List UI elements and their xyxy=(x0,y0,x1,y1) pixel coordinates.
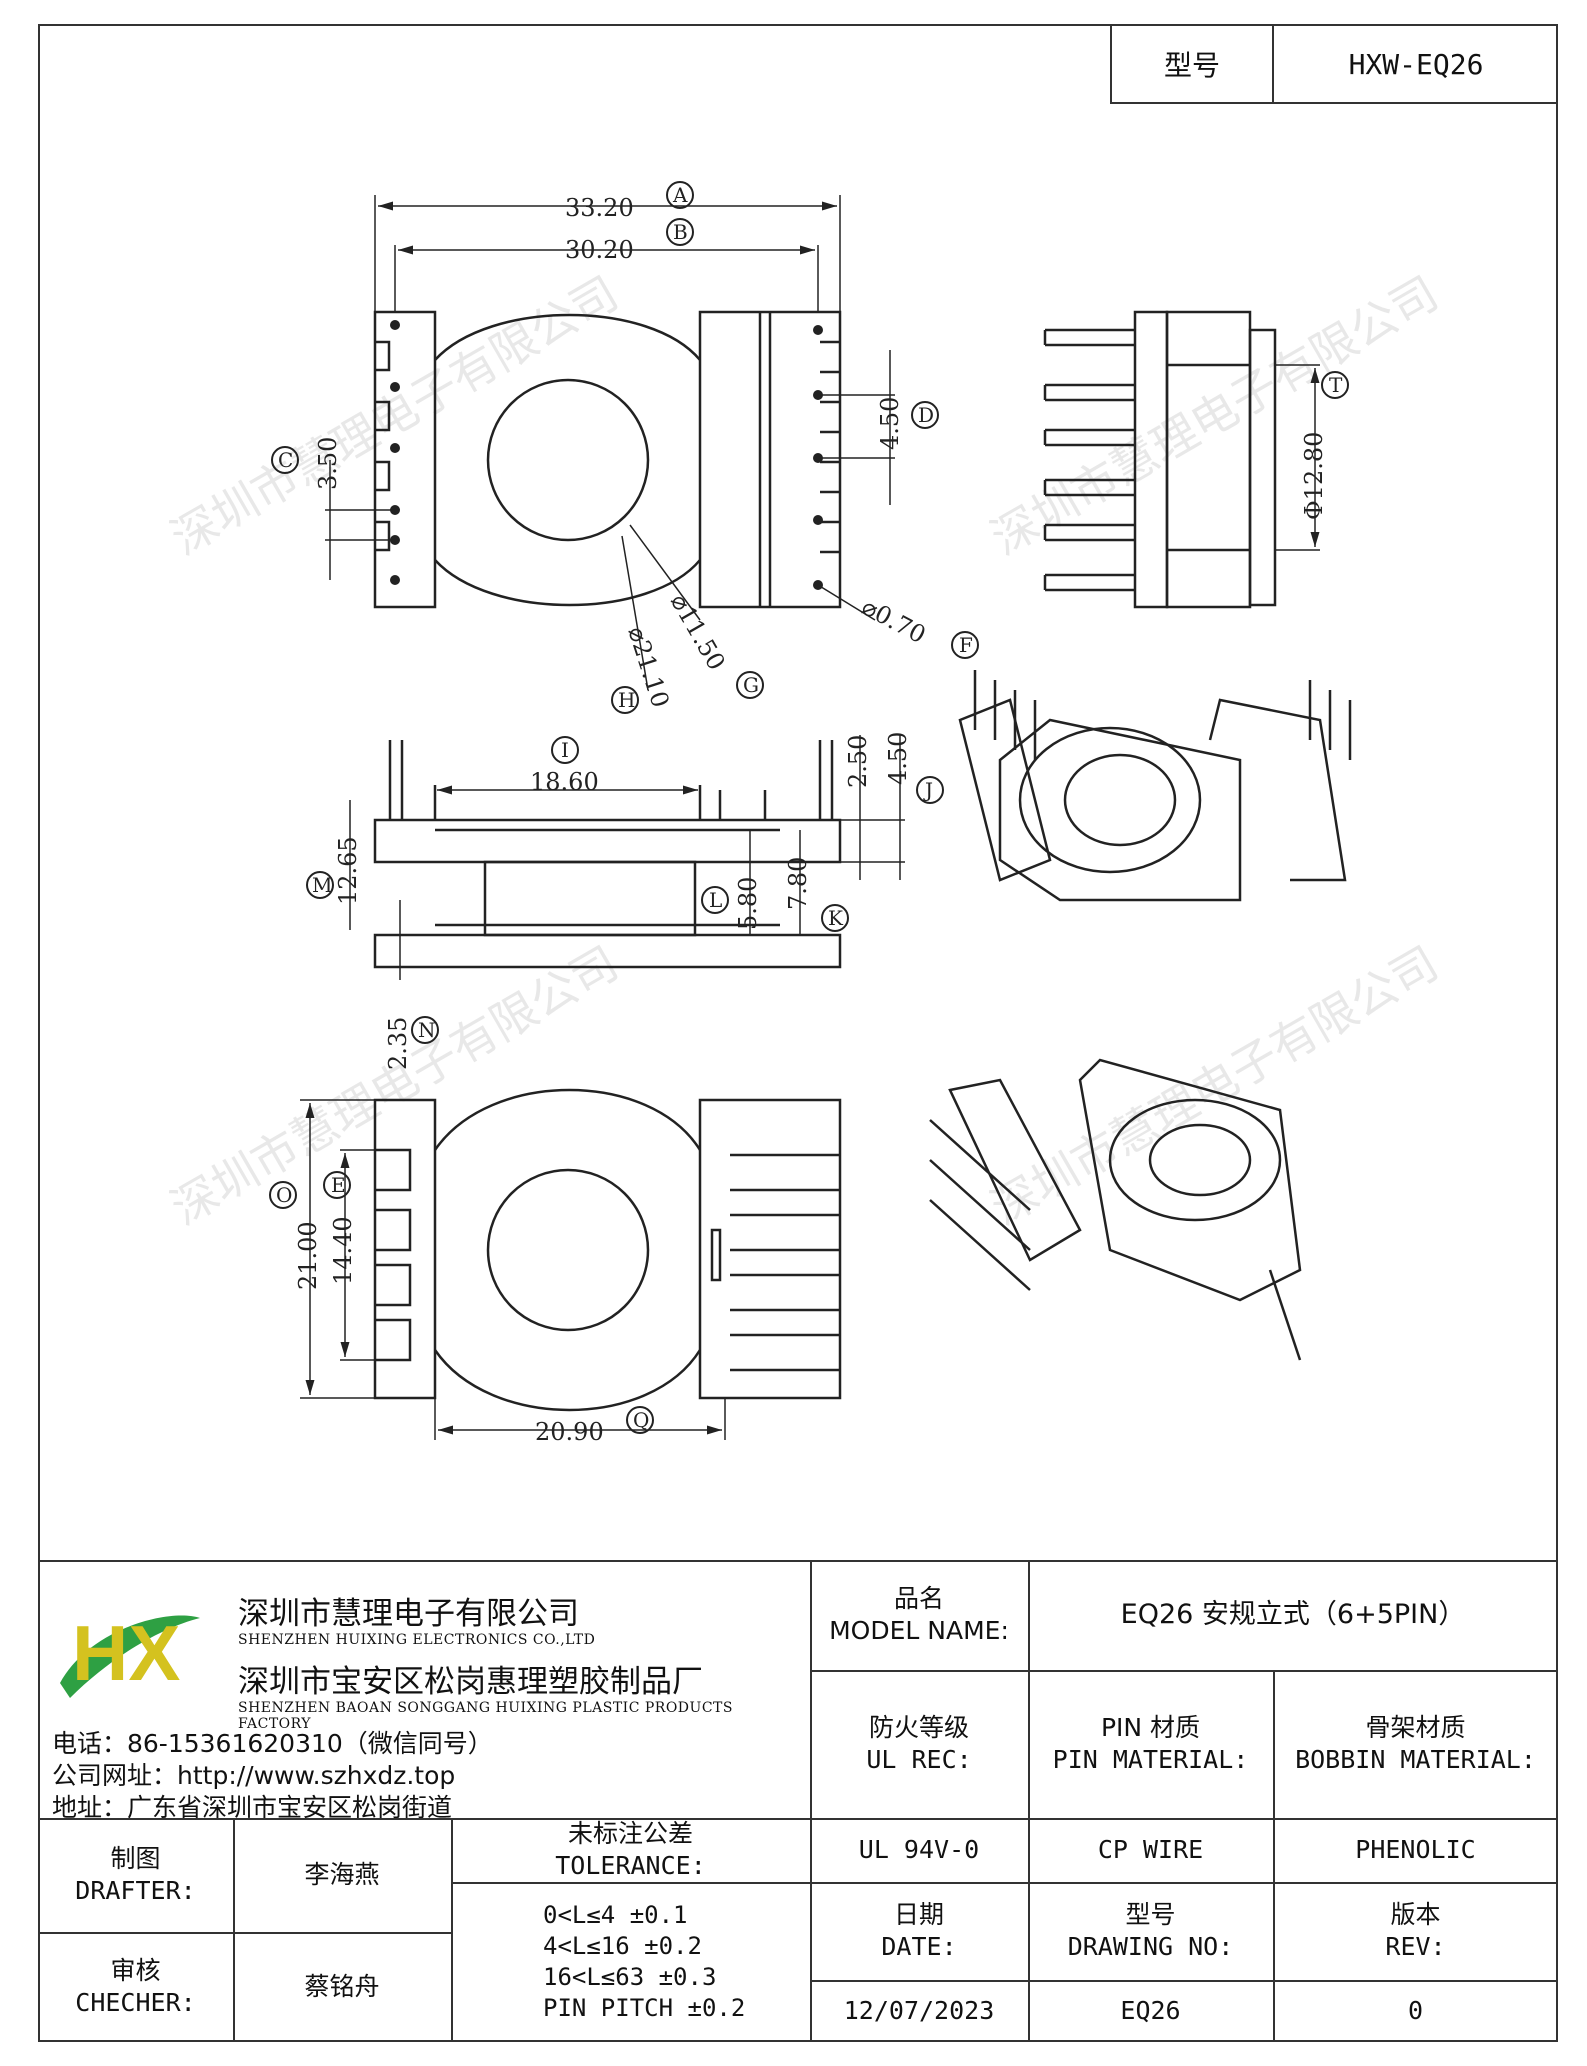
dim-b: 30.20 xyxy=(565,236,634,264)
pin-material-value: CP WIRE xyxy=(1097,1835,1204,1864)
factory-name-en: SHENZHEN BAOAN SONGGANG HUIXING PLASTIC … xyxy=(238,1700,733,1732)
iso-view-2 xyxy=(929,1058,1302,1361)
model-name-value: EQ26 安规立式（6+5PIN） xyxy=(1120,1599,1466,1630)
front-view xyxy=(349,735,905,980)
dim-m: 12.65 xyxy=(334,836,362,905)
iso-view-1 xyxy=(958,670,1352,902)
dim-j1: 2.50 xyxy=(844,735,872,788)
dim-t: Φ12.80 xyxy=(1300,432,1328,520)
technical-drawing: 33.20 30.20 3.50 4.50 ⌀0.70 ⌀11.50 ⌀21.1… xyxy=(269,181,1352,1446)
rev-value: 0 xyxy=(1407,1996,1424,2025)
marker-k: K xyxy=(828,906,844,930)
marker-n: N xyxy=(418,1018,436,1042)
markers xyxy=(269,181,1349,1434)
bottom-view xyxy=(300,1088,842,1440)
company-name-en: SHENZHEN HUIXING ELECTRONICS CO.,LTD xyxy=(238,1632,596,1648)
logo-letters: HX xyxy=(72,1609,180,1697)
dim-d: 4.50 xyxy=(876,397,904,450)
checker-name: 蔡铭舟 xyxy=(304,1972,380,2001)
date-value: 12/07/2023 xyxy=(843,1996,995,2025)
company-address: 地址：广东省深圳市宝安区松岗街道 xyxy=(52,1793,453,1822)
dim-n: 2.35 xyxy=(384,1017,412,1070)
company-name-cn: 深圳市慧理电子有限公司 xyxy=(238,1596,579,1632)
dim-l: 5.80 xyxy=(734,877,762,930)
top-view xyxy=(325,195,895,691)
dim-i: 18.60 xyxy=(530,768,599,796)
marker-b: B xyxy=(673,220,688,244)
model-value: HXW-EQ26 xyxy=(1348,47,1484,81)
marker-letters: A B C D F G H T I J M L K N O E Q xyxy=(276,183,1343,1432)
marker-o: O xyxy=(276,1183,292,1207)
dim-o: 21.00 xyxy=(294,1221,322,1290)
marker-a: A xyxy=(672,183,688,207)
factory-name-cn: 深圳市宝安区松岗惠理塑胶制品厂 xyxy=(238,1664,703,1700)
company-website: 公司网址：http://www.szhxdz.top xyxy=(52,1761,456,1790)
company-logo: HX xyxy=(60,1609,200,1698)
drawing-no-value: EQ26 xyxy=(1120,1996,1181,2025)
dim-e: 14.40 xyxy=(329,1216,357,1285)
dim-f: ⌀0.70 xyxy=(857,593,930,650)
company-phone: 电话：86-15361620310（微信同号） xyxy=(52,1729,493,1758)
drawing-frame xyxy=(38,24,1558,2042)
marker-g: G xyxy=(743,673,759,697)
tolerance-row: 0<L≤4 ±0.1 xyxy=(543,1901,688,1929)
dim-g: ⌀11.50 xyxy=(665,589,731,675)
marker-j: J xyxy=(923,778,933,802)
tolerance-row: 4<L≤16 ±0.2 xyxy=(543,1932,702,1960)
marker-l: L xyxy=(709,888,722,912)
marker-d: D xyxy=(918,403,934,427)
dim-k: 7.80 xyxy=(784,857,812,910)
model-label: 型号 xyxy=(1112,26,1274,102)
marker-e: E xyxy=(331,1173,346,1197)
model-header: 型号 HXW-EQ26 xyxy=(1110,26,1558,104)
marker-m: M xyxy=(312,873,332,897)
company-info: HX 深圳市慧理电子有限公司 SHENZHEN HUIXING ELECTRON… xyxy=(38,1560,810,1822)
marker-f: F xyxy=(959,633,973,657)
dim-a: 33.20 xyxy=(565,194,634,222)
marker-h: H xyxy=(618,688,635,712)
tolerance-list: 0<L≤4 ±0.1 4<L≤16 ±0.2 16<L≤63 ±0.3 PIN … xyxy=(451,1882,810,2042)
title-block: HX 深圳市慧理电子有限公司 SHENZHEN HUIXING ELECTRON… xyxy=(38,1560,1558,2042)
bobbin-material-value: PHENOLIC xyxy=(1355,1835,1476,1864)
marker-t: T xyxy=(1329,373,1343,397)
dim-j2: 4.50 xyxy=(884,732,912,785)
ul-value: UL 94V-0 xyxy=(858,1835,980,1864)
dim-q: 20.90 xyxy=(535,1418,604,1446)
marker-q: Q xyxy=(633,1408,649,1432)
tolerance-row: PIN PITCH ±0.2 xyxy=(543,1994,746,2022)
marker-c: C xyxy=(278,448,293,472)
side-view xyxy=(1043,310,1320,609)
dim-c: 3.50 xyxy=(314,437,342,490)
marker-i: I xyxy=(561,738,569,762)
drafter-name: 李海燕 xyxy=(304,1860,380,1889)
tolerance-row: 16<L≤63 ±0.3 xyxy=(543,1963,717,1991)
